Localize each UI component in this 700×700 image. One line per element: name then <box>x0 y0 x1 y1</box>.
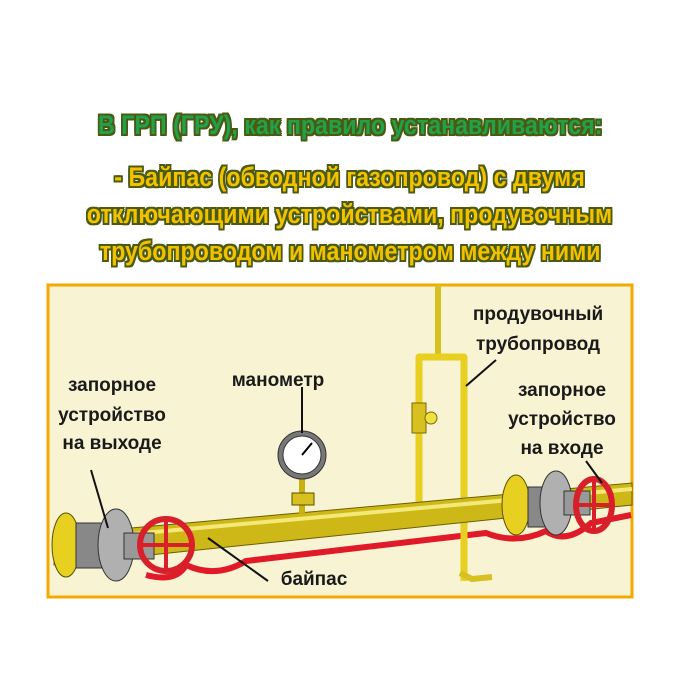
slide-text-line-2: отключающими устройствами, продувочным <box>87 199 613 229</box>
svg-text:на входе: на входе <box>520 438 603 459</box>
slide-text-line-3: трубопроводом и манометром между ними <box>99 236 601 266</box>
svg-text:трубопровод: трубопровод <box>476 334 600 355</box>
slide-text-line-1: - Байпас (обводной газопровод) с двумя <box>114 162 586 192</box>
label-purge-pipe: продувочный трубопровод <box>473 304 603 355</box>
outlet-valve-icon <box>51 508 195 582</box>
svg-text:запорное: запорное <box>68 375 156 396</box>
purge-pipe <box>411 285 493 583</box>
label-outlet-valve: запорное устройство на выходе <box>58 375 166 454</box>
label-inlet-valve: запорное устройство на входе <box>508 380 616 459</box>
label-bypass: байпас <box>281 569 348 590</box>
svg-text:запорное: запорное <box>518 380 606 401</box>
svg-text:устройство: устройство <box>58 405 166 426</box>
slide-title: В ГРП (ГРУ), как правило устанавливаются… <box>97 110 603 140</box>
bypass-diagram: запорное устройство на выходе манометр п… <box>46 283 634 599</box>
label-manometer: манометр <box>232 370 325 391</box>
svg-text:устройство: устройство <box>508 409 616 430</box>
svg-text:продувочный: продувочный <box>473 304 603 325</box>
svg-text:на выходе: на выходе <box>62 433 161 454</box>
purge-valve-icon <box>411 402 427 434</box>
manometer-icon <box>277 430 327 515</box>
inlet-valve-icon <box>501 470 615 536</box>
leader-lines <box>90 359 603 582</box>
pipe-shadow <box>145 512 632 581</box>
